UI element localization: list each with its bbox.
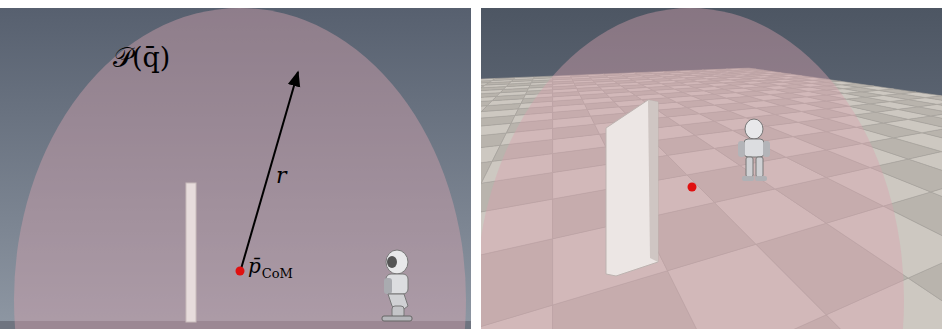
perspective-view xyxy=(481,8,942,329)
com-label: p̄ xyxy=(248,256,261,276)
reach-dome xyxy=(481,8,904,329)
region-label: 𝒫(q̄) xyxy=(113,44,170,71)
floor-tile xyxy=(941,145,942,170)
robot xyxy=(382,250,412,321)
wall-side xyxy=(648,100,658,262)
radius-label: r xyxy=(276,165,287,187)
side-view xyxy=(0,8,471,329)
floor-tile xyxy=(533,76,552,79)
robot xyxy=(738,119,770,181)
reach-dome xyxy=(14,8,466,329)
pole xyxy=(186,183,196,322)
floor-tile xyxy=(513,77,534,80)
com-point xyxy=(236,267,245,276)
com-subscript: CoM xyxy=(262,267,293,280)
radius-arrow xyxy=(241,72,298,269)
wall xyxy=(606,100,658,276)
floor-tile xyxy=(492,78,515,81)
com-point xyxy=(688,183,697,192)
